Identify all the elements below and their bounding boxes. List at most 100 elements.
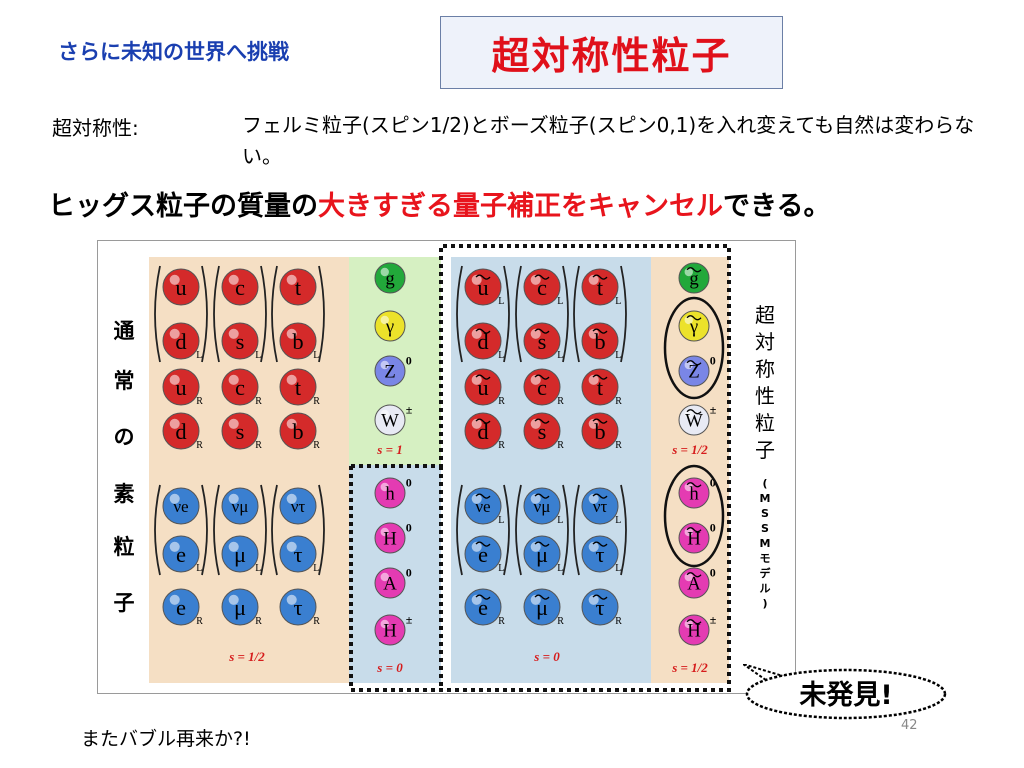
sm-quark-2-0-shine xyxy=(169,374,180,385)
susy-gaugino-3-shine xyxy=(684,409,693,419)
sm-quark-2-2-subscript: R xyxy=(313,396,320,407)
sm-gauge-1-label: γ xyxy=(385,317,394,338)
susy-lepton-doublet-1-lparen xyxy=(515,484,522,576)
susy-higgsino-0-label: h xyxy=(689,484,699,505)
sm-lepton-1-2-subscript: L xyxy=(313,563,319,574)
susy-higgsino-1-label: H xyxy=(687,529,701,550)
higgs-statement-part1: ヒッグス粒子の質量の xyxy=(48,191,318,222)
sm-quark-3-2-label: b xyxy=(292,419,303,444)
sm-quark-0-0-label: u xyxy=(175,275,186,300)
susy-lepton-2-2-tilde xyxy=(592,594,608,600)
susy-quark-0-2-shine xyxy=(588,274,599,285)
susy-lepton-1-0-label: e xyxy=(478,542,488,567)
susy-quark-doublet-2-rparen xyxy=(620,265,627,363)
spin-label-sm-fermions: s = 1/2 xyxy=(228,649,265,664)
sm-quark-3-1-shine xyxy=(228,418,239,429)
sm-quark-1-2-shine xyxy=(286,328,297,339)
right-sublabel-char-3: S xyxy=(761,522,769,535)
sm-lepton-2-1-label: μ xyxy=(234,595,246,620)
susy-lepton-2-2-shine xyxy=(588,594,599,605)
susy-quark-3-0-tilde xyxy=(475,418,491,424)
sm-gauge-2-shine xyxy=(380,360,389,370)
susy-lepton-0-2-subscript: L xyxy=(615,515,621,526)
sm-gauge-2-label: Z xyxy=(384,362,395,383)
sm-quark-3-1-subscript: R xyxy=(255,440,262,451)
susy-quark-0-2-tilde xyxy=(592,274,608,280)
susy-lepton-0-1-subscript: L xyxy=(557,515,563,526)
susy-lepton-0-1-tilde xyxy=(534,493,550,499)
susy-quark-3-2-tilde xyxy=(592,418,608,424)
susy-quark-2-0-subscript: R xyxy=(498,396,505,407)
susy-higgsino-2-tilde xyxy=(686,572,702,578)
susy-lepton-doublet-1-rparen xyxy=(562,484,569,576)
sm-quark-3-0-shine xyxy=(169,418,180,429)
right-sublabel-char-8: ) xyxy=(762,597,767,610)
right-sublabel-char-1: M xyxy=(760,492,771,505)
spin-label-sm-higgs: s = 0 xyxy=(376,660,403,675)
susy-lepton-1-0-tilde xyxy=(475,541,491,547)
sm-quark-3-2-subscript: R xyxy=(313,440,320,451)
sm-gauge-0-label: g xyxy=(385,269,395,290)
sm-lepton-1-2-shine xyxy=(286,541,297,552)
sm-higgs-3-label: H xyxy=(383,621,397,642)
susy-quark-3-0-subscript: R xyxy=(498,440,505,451)
susy-higgsino-0-shine xyxy=(684,482,693,492)
susy-quark-2-0-tilde xyxy=(475,374,491,380)
susy-quark-3-1-shine xyxy=(530,418,541,429)
susy-quark-doublet-0-rparen xyxy=(503,265,510,363)
susy-quark-2-2-subscript: R xyxy=(615,396,622,407)
sm-lepton-0-1-label: νμ xyxy=(232,497,249,516)
susy-gaugino-0-tilde xyxy=(686,267,702,273)
definition-label: 超対称性: xyxy=(52,116,139,140)
susy-higgsino-3-superscript: ± xyxy=(710,612,717,626)
susy-lepton-doublet-2-lparen xyxy=(573,484,580,576)
sm-quark-0-2-label: t xyxy=(295,275,302,300)
right-sublabel-char-4: M xyxy=(760,537,771,550)
sm-quark-1-1-label: s xyxy=(236,329,245,354)
susy-quark-3-1-tilde xyxy=(534,418,550,424)
sm-quark-doublet-1-rparen xyxy=(260,265,267,363)
susy-quark-1-1-tilde xyxy=(534,328,550,334)
susy-quark-0-0-subscript: L xyxy=(498,296,504,307)
susy-lepton-2-1-subscript: R xyxy=(557,616,564,627)
susy-quark-0-2-label: t xyxy=(597,275,604,300)
susy-quark-0-0-shine xyxy=(471,274,482,285)
susy-quark-0-1-tilde xyxy=(534,274,550,280)
sm-lepton-2-1-subscript: R xyxy=(255,616,262,627)
susy-lepton-2-0-label: e xyxy=(478,595,488,620)
sm-lepton-0-0-shine xyxy=(169,493,180,504)
susy-quark-2-2-tilde xyxy=(592,374,608,380)
susy-quark-0-0-tilde xyxy=(475,274,491,280)
susy-lepton-0-0-shine xyxy=(471,493,482,504)
susy-higgsino-2-superscript: 0 xyxy=(710,565,716,579)
sm-higgs-0-shine xyxy=(380,482,389,492)
left-label-char-5: 子 xyxy=(114,591,135,615)
left-label-char-3: 素 xyxy=(114,482,135,506)
sm-lepton-2-2-shine xyxy=(286,594,297,605)
footer-note: またバブル再来か?! xyxy=(81,728,251,750)
susy-quark-2-0-shine xyxy=(471,374,482,385)
sm-lepton-0-2-label: ντ xyxy=(291,497,306,516)
susy-higgsino-0-superscript: 0 xyxy=(710,475,716,489)
sm-higgs-2-superscript: 0 xyxy=(406,565,412,579)
higgsino-mix-ellipse xyxy=(663,464,725,568)
left-label-char-1: 常 xyxy=(114,369,135,393)
sm-higgs-1-label: H xyxy=(383,529,397,550)
susy-quark-doublet-1-rparen xyxy=(562,265,569,363)
susy-quark-2-2-shine xyxy=(588,374,599,385)
susy-lepton-2-2-subscript: R xyxy=(615,616,622,627)
sm-quark-0-1-label: c xyxy=(235,275,245,300)
susy-gaugino-2-superscript: 0 xyxy=(710,353,716,367)
sm-quark-1-2-label: b xyxy=(292,329,303,354)
susy-quark-2-2-label: t xyxy=(597,375,604,400)
susy-lepton-1-1-label: μ xyxy=(536,542,548,567)
susy-quark-doublet-1-lparen xyxy=(515,265,522,363)
susy-quark-3-1-subscript: R xyxy=(557,440,564,451)
susy-lepton-0-1-shine xyxy=(530,493,541,504)
sm-quark-2-2-label: t xyxy=(295,375,302,400)
susy-gaugino-2-shine xyxy=(684,360,693,370)
sm-quark-2-1-subscript: R xyxy=(255,396,262,407)
susy-lepton-2-2-label: τ xyxy=(595,595,604,620)
susy-lepton-doublet-2-rparen xyxy=(620,484,627,576)
susy-quark-0-0-label: u xyxy=(477,275,488,300)
